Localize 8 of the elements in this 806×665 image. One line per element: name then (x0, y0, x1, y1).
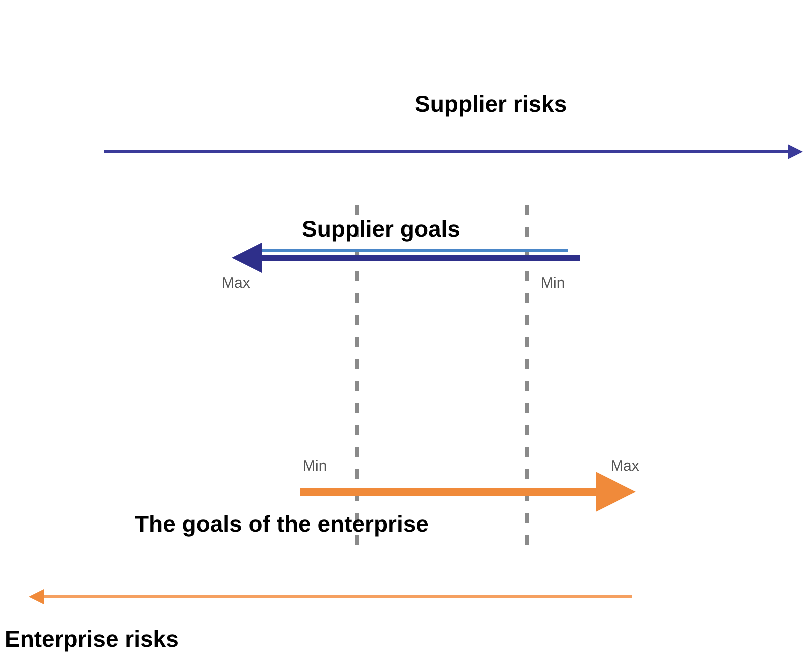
axis-title: Supplier goals (302, 218, 460, 241)
axis-title: The goals of the enterprise (135, 513, 429, 536)
scale-label: Min (541, 276, 566, 291)
scale-label: Min (303, 459, 328, 474)
axis-title: Enterprise risks (5, 628, 179, 651)
scale-label: Max (222, 276, 250, 291)
scale-label: Max (611, 459, 640, 474)
axis-title: Supplier risks (415, 93, 568, 116)
